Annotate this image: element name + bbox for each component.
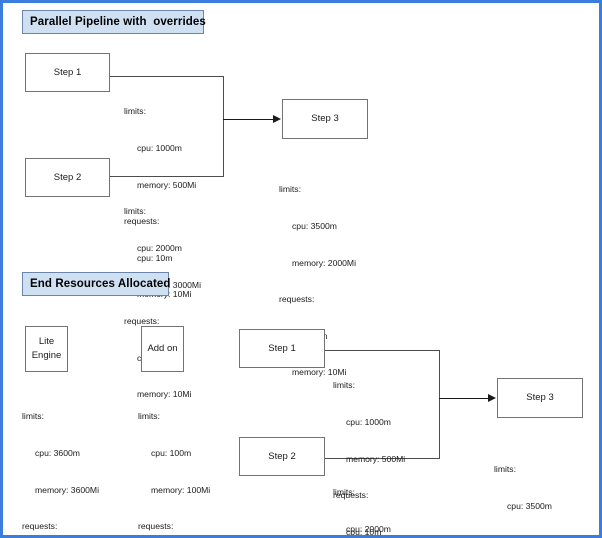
spec-top-step3-requests-memory: memory: 10Mi: [292, 367, 347, 378]
connector-bottom-step2-to-bus: [325, 458, 439, 459]
spec-lite-engine-limits-cpu: cpu: 3600m: [35, 448, 80, 459]
node-add-on-label: Add on: [147, 343, 178, 355]
node-bottom-step1[interactable]: Step 1: [239, 329, 325, 368]
spec-bottom-step2-limits-cpu: cpu: 2000m: [346, 524, 391, 535]
node-lite-engine-label-line1: Lite: [38, 336, 55, 348]
spec-top-step2-limits-label: limits:: [124, 206, 146, 217]
spec-top-step2-limits-cpu: cpu: 2000m: [137, 243, 182, 254]
spec-top-step3-requests-label: requests:: [279, 294, 315, 305]
node-bottom-step3[interactable]: Step 3: [497, 378, 583, 418]
spec-top-step2-requests-memory: memory: 10Mi: [137, 389, 192, 400]
section-banner-parallel-pipeline: Parallel Pipeline with overrides: [22, 10, 206, 34]
section-banner-end-resources: End Resources Allocated: [22, 272, 171, 296]
connector-bottom-step1-to-bus: [325, 350, 439, 351]
spec-bottom-step3: limits: cpu: 3500m memory: 2000Mi reques…: [494, 439, 571, 535]
spec-add-on-requests-label: requests:: [138, 521, 174, 532]
node-lite-engine[interactable]: Lite Engine: [25, 326, 68, 372]
node-bottom-step1-label: Step 1: [268, 342, 296, 354]
spec-top-step1-requests-cpu: cpu: 10m: [137, 252, 173, 263]
node-top-step3-label: Step 3: [311, 113, 339, 125]
spec-top-step3-limits-cpu: cpu: 3500m: [292, 221, 337, 232]
spec-top-step1-limits-memory: memory: 500Mi: [137, 179, 197, 190]
node-lite-engine-label: Lite Engine: [32, 335, 62, 363]
node-top-step2[interactable]: Step 2: [25, 158, 110, 197]
section-banner-parallel-pipeline-label: Parallel Pipeline with overrides: [30, 16, 206, 28]
spec-top-step3-limits-label: limits:: [279, 184, 301, 195]
spec-add-on-limits-label: limits:: [138, 411, 160, 422]
node-add-on[interactable]: Add on: [141, 326, 184, 372]
spec-bottom-step1: limits: cpu: 1000m memory: 500Mi request…: [333, 355, 406, 537]
spec-lite-engine-limits-label: limits:: [22, 411, 44, 422]
spec-bottom-step1-limits-memory: memory: 500Mi: [346, 453, 406, 464]
arrow-head-bottom-step3: [488, 394, 496, 402]
connector-top-bus-to-step3: [223, 119, 274, 120]
spec-top-step1-requests-label: requests:: [124, 216, 160, 227]
node-top-step1-label: Step 1: [53, 66, 82, 78]
spec-bottom-step1-requests-cpu: cpu: 10m: [346, 526, 382, 537]
node-top-step2-label: Step 2: [53, 171, 82, 183]
connector-bottom-vertical-bus: [439, 350, 440, 459]
spec-bottom-step3-limits-label: limits:: [494, 464, 516, 475]
spec-add-on: limits: cpu: 100m memory: 100Mi requests…: [138, 386, 211, 535]
connector-bottom-bus-to-step3: [439, 398, 489, 399]
spec-lite-engine-requests-label: requests:: [22, 521, 58, 532]
section-banner-end-resources-label: End Resources Allocated: [30, 278, 171, 290]
spec-bottom-step3-limits-cpu: cpu: 3500m: [507, 501, 552, 512]
node-top-step3[interactable]: Step 3: [282, 99, 368, 139]
arrow-head-top-step3: [273, 115, 281, 123]
spec-bottom-step2-limits-label: limits:: [333, 487, 355, 498]
spec-lite-engine-limits-memory: memory: 3600Mi: [35, 484, 99, 495]
connector-top-step2-to-bus: [110, 176, 223, 177]
connector-top-step1-to-bus: [110, 76, 223, 77]
node-bottom-step2-label: Step 2: [268, 450, 296, 462]
spec-lite-engine: limits: cpu: 3600m memory: 3600Mi reques…: [22, 386, 99, 535]
spec-bottom-step1-limits-cpu: cpu: 1000m: [346, 417, 391, 428]
node-bottom-step2[interactable]: Step 2: [239, 437, 325, 476]
spec-top-step1-limits-label: limits:: [124, 106, 146, 117]
spec-bottom-step1-requests-label: requests:: [333, 490, 369, 501]
spec-add-on-limits-cpu: cpu: 100m: [151, 448, 192, 459]
node-lite-engine-label-line2: Engine: [31, 350, 62, 361]
spec-top-step2-requests-label: requests:: [124, 316, 160, 327]
spec-bottom-step1-limits-label: limits:: [333, 380, 355, 391]
spec-top-step3-limits-memory: memory: 2000Mi: [292, 257, 356, 268]
spec-add-on-limits-memory: memory: 100Mi: [151, 484, 211, 495]
connector-top-vertical-bus: [223, 76, 224, 177]
node-bottom-step3-label: Step 3: [526, 392, 554, 404]
spec-top-step1-limits-cpu: cpu: 1000m: [137, 143, 182, 154]
spec-bottom-step2: limits: cpu: 2000m memory: 3000Mi reques…: [333, 462, 410, 535]
node-top-step1[interactable]: Step 1: [25, 53, 110, 92]
